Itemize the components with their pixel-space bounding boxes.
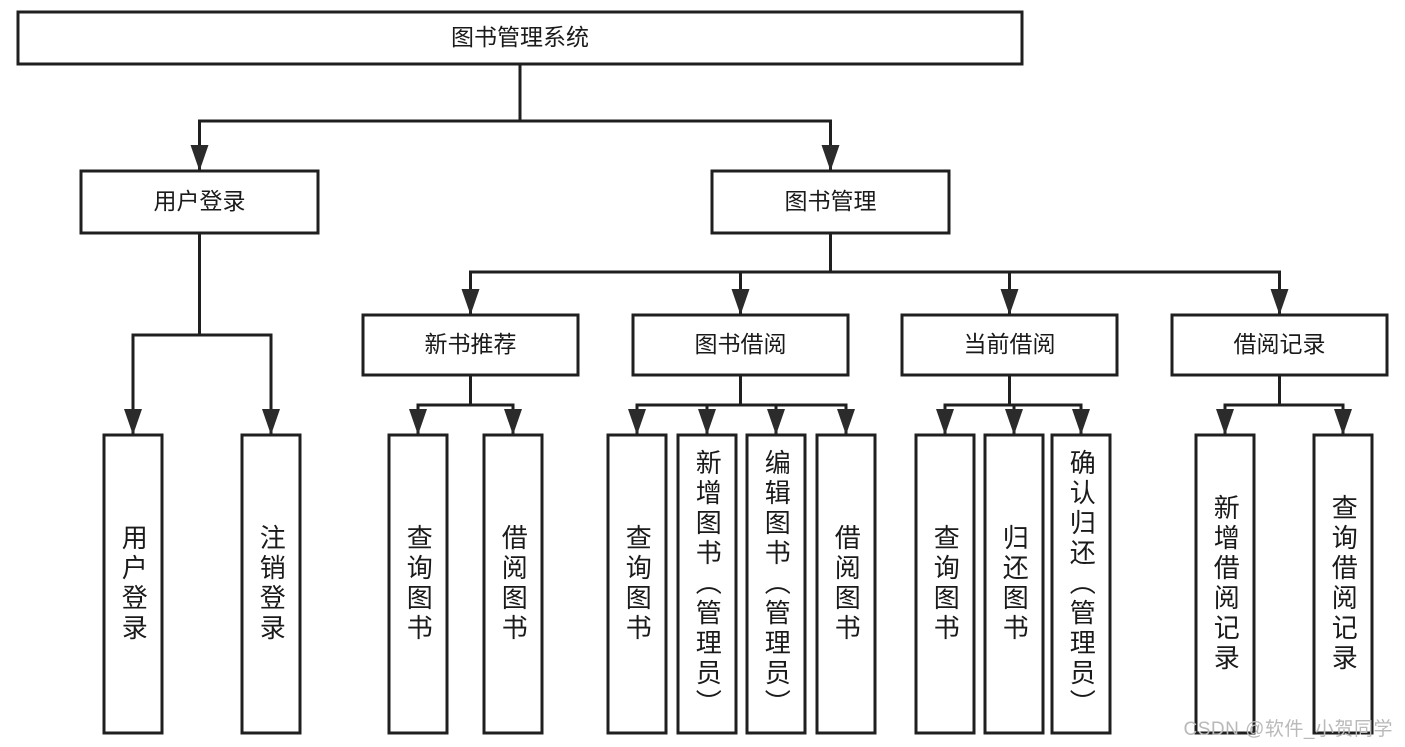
arrow-head-icon-leaf-add-book bbox=[698, 409, 716, 435]
node-leaf-add-book[interactable] bbox=[676, 433, 738, 735]
node-leaf-borrow-book-1[interactable] bbox=[482, 433, 544, 735]
arrow-head-icon-leaf-borrow-book-1 bbox=[504, 409, 522, 435]
node-book-manage-label: 图书管理 bbox=[785, 188, 877, 214]
arrow-head-icon-leaf-edit-book bbox=[767, 409, 785, 435]
arrow-head-icon-leaf-user-login bbox=[124, 409, 142, 435]
node-leaf-confirm-return[interactable] bbox=[1050, 433, 1112, 735]
node-leaf-edit-book[interactable] bbox=[745, 433, 807, 735]
node-leaf-user-login-box[interactable] bbox=[102, 433, 164, 735]
node-leaf-query-book-3[interactable] bbox=[914, 433, 976, 735]
arrow-head-icon-leaf-confirm-return bbox=[1072, 409, 1090, 435]
node-user-login-box[interactable] bbox=[79, 169, 320, 235]
node-leaf-borrow-book-2-box[interactable] bbox=[815, 433, 877, 735]
node-book-borrow-label: 图书借阅 bbox=[695, 331, 787, 357]
node-borrow-record[interactable] bbox=[1170, 313, 1389, 377]
arrow-head-icon-leaf-query-book-1 bbox=[409, 409, 427, 435]
node-root[interactable] bbox=[16, 10, 1024, 66]
node-book-borrow[interactable] bbox=[631, 313, 850, 377]
watermark-text: CSDN @软件_小贺同学 bbox=[1183, 719, 1393, 740]
arrow-head-icon-leaf-query-book-3 bbox=[936, 409, 954, 435]
arrow-head-icon-level3-0 bbox=[461, 289, 480, 315]
node-leaf-add-record-box[interactable] bbox=[1194, 433, 1256, 735]
arrow-head-icon-level2-0 bbox=[190, 145, 209, 171]
node-leaf-query-book-1-box[interactable] bbox=[387, 433, 449, 735]
node-book-borrow-box[interactable] bbox=[631, 313, 850, 377]
node-borrow-record-label: 借阅记录 bbox=[1234, 331, 1326, 357]
node-book-manage[interactable] bbox=[710, 169, 951, 235]
node-leaf-query-book-3-box[interactable] bbox=[914, 433, 976, 735]
arrow-head-icon-leaf-return-book bbox=[1005, 409, 1023, 435]
node-leaf-query-record[interactable] bbox=[1312, 433, 1374, 735]
node-leaf-borrow-book-2[interactable] bbox=[815, 433, 877, 735]
node-borrow-record-box[interactable] bbox=[1170, 313, 1389, 377]
node-leaf-confirm-return-box[interactable] bbox=[1050, 433, 1112, 735]
node-new-book-recommend[interactable] bbox=[361, 313, 580, 377]
node-user-login-label: 用户登录 bbox=[154, 188, 246, 214]
arrow-head-icon-level3-3 bbox=[1270, 289, 1289, 315]
arrow-head-icon-level3-1 bbox=[731, 289, 750, 315]
node-current-borrow-label: 当前借阅 bbox=[964, 331, 1056, 357]
node-root-box[interactable] bbox=[16, 10, 1024, 66]
node-leaf-query-record-box[interactable] bbox=[1312, 433, 1374, 735]
node-book-manage-box[interactable] bbox=[710, 169, 951, 235]
arrow-head-icon-leaf-add-record bbox=[1216, 409, 1234, 435]
node-leaf-user-logout[interactable] bbox=[240, 433, 302, 735]
node-leaf-borrow-book-1-box[interactable] bbox=[482, 433, 544, 735]
node-leaf-return-book-box[interactable] bbox=[983, 433, 1045, 735]
node-leaf-user-login[interactable] bbox=[102, 433, 164, 735]
node-current-borrow-box[interactable] bbox=[900, 313, 1119, 377]
arrow-head-icon-leaf-query-record bbox=[1334, 409, 1352, 435]
node-leaf-query-book-1[interactable] bbox=[387, 433, 449, 735]
arrow-head-icon-leaf-query-book-2 bbox=[628, 409, 646, 435]
node-new-book-recommend-label: 新书推荐 bbox=[425, 331, 517, 357]
arrow-head-icon-level3-2 bbox=[1000, 289, 1019, 315]
node-leaf-query-book-2[interactable] bbox=[606, 433, 668, 735]
node-leaf-return-book[interactable] bbox=[983, 433, 1045, 735]
arrow-head-icon-leaf-borrow-book-2 bbox=[837, 409, 855, 435]
node-leaf-query-book-2-box[interactable] bbox=[606, 433, 668, 735]
node-leaf-add-record[interactable] bbox=[1194, 433, 1256, 735]
node-leaf-edit-book-box[interactable] bbox=[745, 433, 807, 735]
node-leaf-add-book-box[interactable] bbox=[676, 433, 738, 735]
node-leaf-user-logout-box[interactable] bbox=[240, 433, 302, 735]
node-root-label: 图书管理系统 bbox=[451, 24, 589, 50]
node-new-book-recommend-box[interactable] bbox=[361, 313, 580, 377]
node-user-login[interactable] bbox=[79, 169, 320, 235]
arrow-head-icon-level2-1 bbox=[821, 145, 840, 171]
connector-lines bbox=[124, 62, 1352, 437]
arrow-head-icon-leaf-user-logout bbox=[262, 409, 280, 435]
node-current-borrow[interactable] bbox=[900, 313, 1119, 377]
